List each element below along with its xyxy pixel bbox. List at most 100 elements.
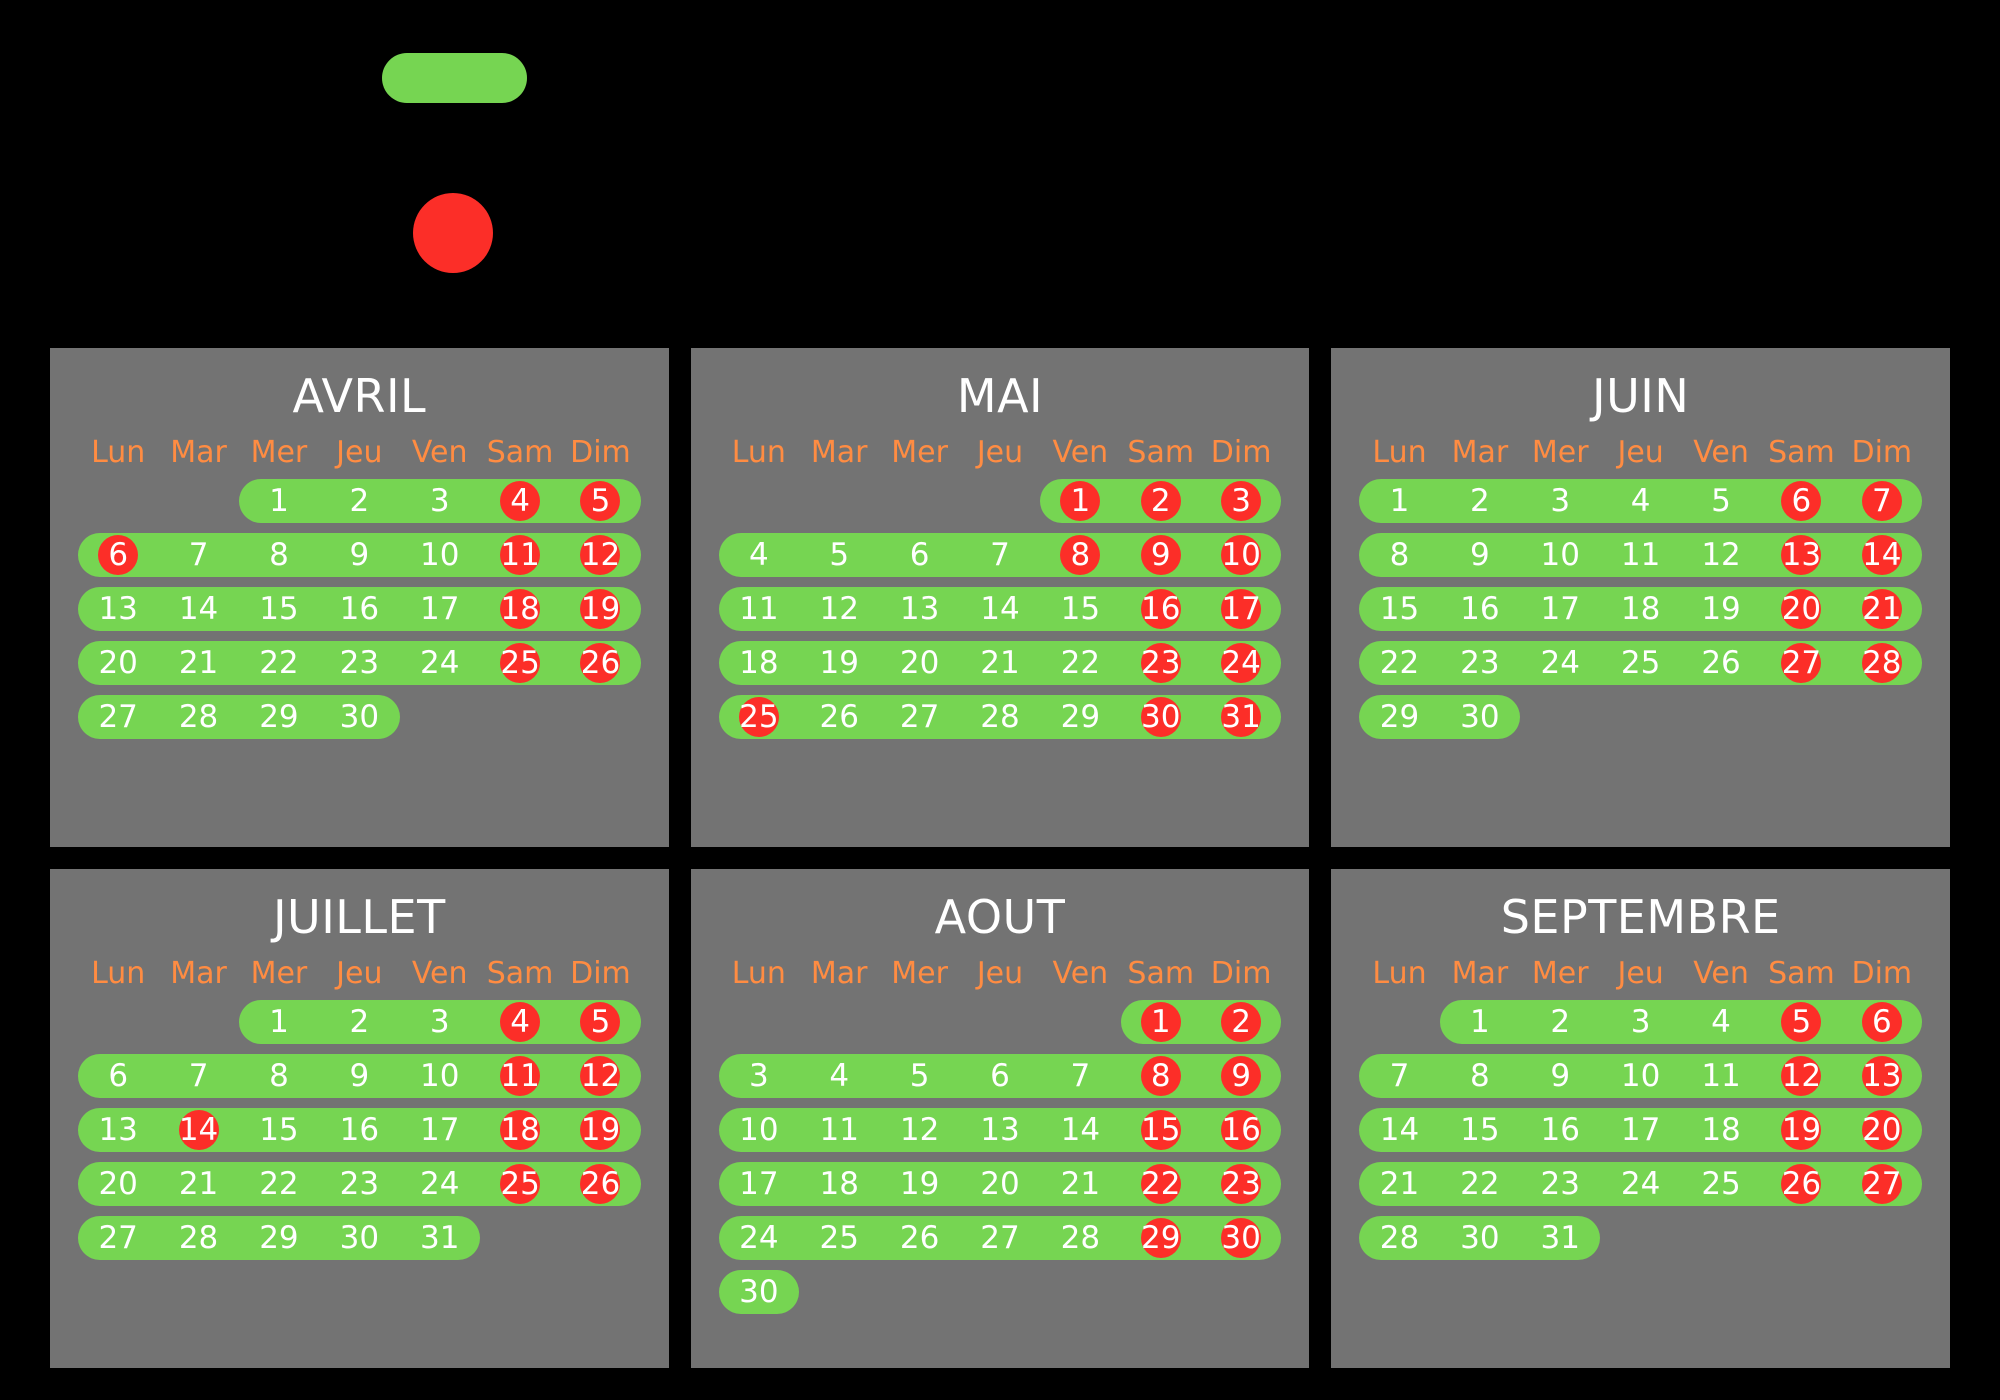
day-cell[interactable]: 7: [188, 1058, 209, 1095]
day-cell-holiday[interactable]: 18: [480, 1107, 560, 1153]
day-cell[interactable]: 22: [259, 645, 299, 682]
day-cell-holiday[interactable]: 31: [1201, 694, 1281, 740]
day-cell[interactable]: 1: [1389, 483, 1410, 520]
day-cell[interactable]: 29: [1060, 699, 1101, 736]
day-cell[interactable]: 27: [899, 699, 940, 736]
day-cell-holiday[interactable]: 20: [1761, 586, 1841, 632]
day-cell[interactable]: 3: [748, 1058, 769, 1095]
day-cell[interactable]: 5: [829, 537, 850, 574]
day-cell[interactable]: 14: [178, 591, 219, 628]
day-cell[interactable]: 5: [1711, 483, 1731, 520]
day-cell-holiday[interactable]: 26: [560, 640, 640, 686]
day-cell-holiday[interactable]: 23: [1201, 1161, 1281, 1207]
day-cell[interactable]: 19: [819, 645, 859, 682]
day-cell-holiday[interactable]: 13: [1761, 532, 1841, 578]
day-cell[interactable]: 31: [419, 1220, 460, 1257]
day-cell-holiday[interactable]: 26: [1761, 1161, 1841, 1207]
day-cell[interactable]: 20: [98, 1166, 138, 1203]
day-cell[interactable]: 24: [739, 1220, 779, 1257]
day-cell[interactable]: 19: [1701, 591, 1741, 628]
day-cell[interactable]: 4: [1630, 483, 1651, 520]
day-cell[interactable]: 17: [419, 591, 460, 628]
day-cell-holiday[interactable]: 3: [1201, 478, 1281, 524]
day-cell[interactable]: 10: [1620, 1058, 1661, 1095]
day-cell[interactable]: 21: [178, 645, 219, 682]
day-cell[interactable]: 29: [259, 1220, 299, 1257]
day-cell-holiday[interactable]: 7: [1842, 478, 1922, 524]
day-cell[interactable]: 8: [269, 1058, 289, 1095]
day-cell[interactable]: 9: [1550, 1058, 1571, 1095]
day-cell-holiday[interactable]: 27: [1842, 1161, 1922, 1207]
day-cell[interactable]: 12: [1701, 537, 1741, 574]
day-cell[interactable]: 6: [108, 1058, 129, 1095]
day-cell[interactable]: 7: [1070, 1058, 1091, 1095]
day-cell-holiday[interactable]: 6: [1842, 999, 1922, 1045]
day-cell[interactable]: 6: [990, 1058, 1010, 1095]
day-cell[interactable]: 30: [1460, 699, 1500, 736]
day-cell[interactable]: 4: [1711, 1004, 1731, 1041]
day-cell[interactable]: 14: [980, 591, 1020, 628]
day-cell[interactable]: 19: [899, 1166, 940, 1203]
day-cell[interactable]: 27: [980, 1220, 1020, 1257]
day-cell[interactable]: 14: [1060, 1112, 1101, 1149]
day-cell[interactable]: 24: [419, 1166, 460, 1203]
day-cell-holiday[interactable]: 13: [1842, 1053, 1922, 1099]
day-cell[interactable]: 2: [349, 1004, 370, 1041]
day-cell[interactable]: 21: [980, 645, 1020, 682]
day-cell[interactable]: 23: [1460, 645, 1500, 682]
day-cell-holiday[interactable]: 28: [1842, 640, 1922, 686]
day-cell[interactable]: 21: [1060, 1166, 1101, 1203]
day-cell[interactable]: 31: [1540, 1220, 1580, 1257]
day-cell[interactable]: 27: [98, 699, 138, 736]
day-cell-holiday[interactable]: 25: [480, 1161, 560, 1207]
day-cell-holiday[interactable]: 24: [1201, 640, 1281, 686]
day-cell[interactable]: 8: [269, 537, 289, 574]
day-cell[interactable]: 17: [739, 1166, 779, 1203]
day-cell-holiday[interactable]: 30: [1121, 694, 1201, 740]
day-cell[interactable]: 7: [1389, 1058, 1410, 1095]
day-cell[interactable]: 24: [1540, 645, 1580, 682]
day-cell-holiday[interactable]: 19: [1761, 1107, 1841, 1153]
day-cell[interactable]: 17: [1620, 1112, 1661, 1149]
day-cell-holiday[interactable]: 12: [560, 532, 640, 578]
day-cell[interactable]: 25: [819, 1220, 859, 1257]
day-cell[interactable]: 3: [1630, 1004, 1651, 1041]
day-cell[interactable]: 18: [739, 645, 779, 682]
day-cell[interactable]: 14: [1379, 1112, 1420, 1149]
day-cell-holiday[interactable]: 23: [1121, 640, 1201, 686]
day-cell[interactable]: 11: [1701, 1058, 1741, 1095]
day-cell[interactable]: 30: [739, 1274, 779, 1311]
day-cell[interactable]: 28: [178, 699, 219, 736]
day-cell-holiday[interactable]: 19: [560, 586, 640, 632]
day-cell[interactable]: 26: [899, 1220, 940, 1257]
day-cell[interactable]: 17: [419, 1112, 460, 1149]
day-cell[interactable]: 13: [899, 591, 940, 628]
day-cell[interactable]: 28: [980, 699, 1020, 736]
day-cell[interactable]: 22: [1379, 645, 1420, 682]
day-cell[interactable]: 15: [1379, 591, 1420, 628]
day-cell-holiday[interactable]: 16: [1121, 586, 1201, 632]
day-cell-holiday[interactable]: 6: [1761, 478, 1841, 524]
day-cell-holiday[interactable]: 25: [480, 640, 560, 686]
day-cell[interactable]: 16: [1540, 1112, 1580, 1149]
day-cell[interactable]: 28: [178, 1220, 219, 1257]
day-cell[interactable]: 13: [980, 1112, 1020, 1149]
day-cell[interactable]: 1: [269, 1004, 289, 1041]
day-cell[interactable]: 5: [909, 1058, 930, 1095]
day-cell[interactable]: 15: [259, 591, 299, 628]
day-cell[interactable]: 1: [1470, 1004, 1490, 1041]
day-cell[interactable]: 28: [1379, 1220, 1420, 1257]
day-cell[interactable]: 6: [909, 537, 930, 574]
day-cell-holiday[interactable]: 30: [1201, 1215, 1281, 1261]
day-cell-holiday[interactable]: 1: [1040, 478, 1120, 524]
day-cell-holiday[interactable]: 18: [480, 586, 560, 632]
day-cell[interactable]: 12: [819, 591, 859, 628]
day-cell[interactable]: 18: [1620, 591, 1661, 628]
day-cell-holiday[interactable]: 20: [1842, 1107, 1922, 1153]
day-cell[interactable]: 2: [1470, 483, 1490, 520]
day-cell[interactable]: 11: [819, 1112, 859, 1149]
day-cell[interactable]: 12: [899, 1112, 940, 1149]
day-cell[interactable]: 30: [339, 1220, 380, 1257]
day-cell[interactable]: 15: [259, 1112, 299, 1149]
day-cell[interactable]: 9: [349, 1058, 370, 1095]
